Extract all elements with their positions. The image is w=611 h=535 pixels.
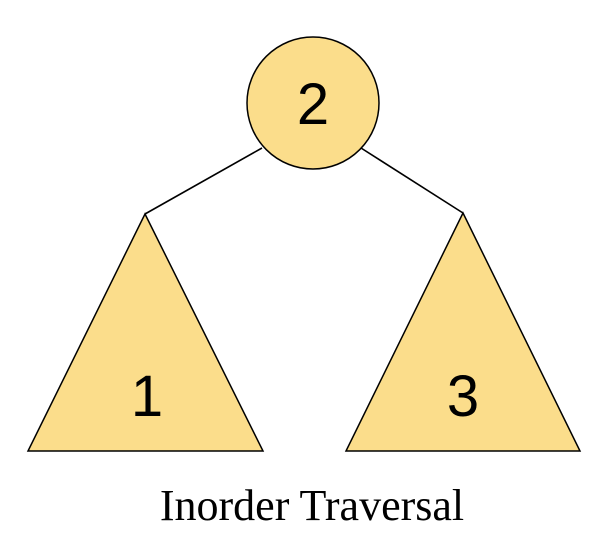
right-subtree-label: 3	[447, 364, 479, 429]
diagram-caption: Inorder Traversal	[160, 481, 464, 530]
left-subtree	[26, 212, 265, 452]
left-subtree-label: 1	[131, 364, 163, 429]
edge-root-left	[144, 147, 263, 215]
root-node-label: 2	[297, 72, 329, 137]
right-subtree	[344, 211, 582, 452]
edge-root-right	[360, 147, 464, 214]
root-node	[246, 36, 380, 170]
